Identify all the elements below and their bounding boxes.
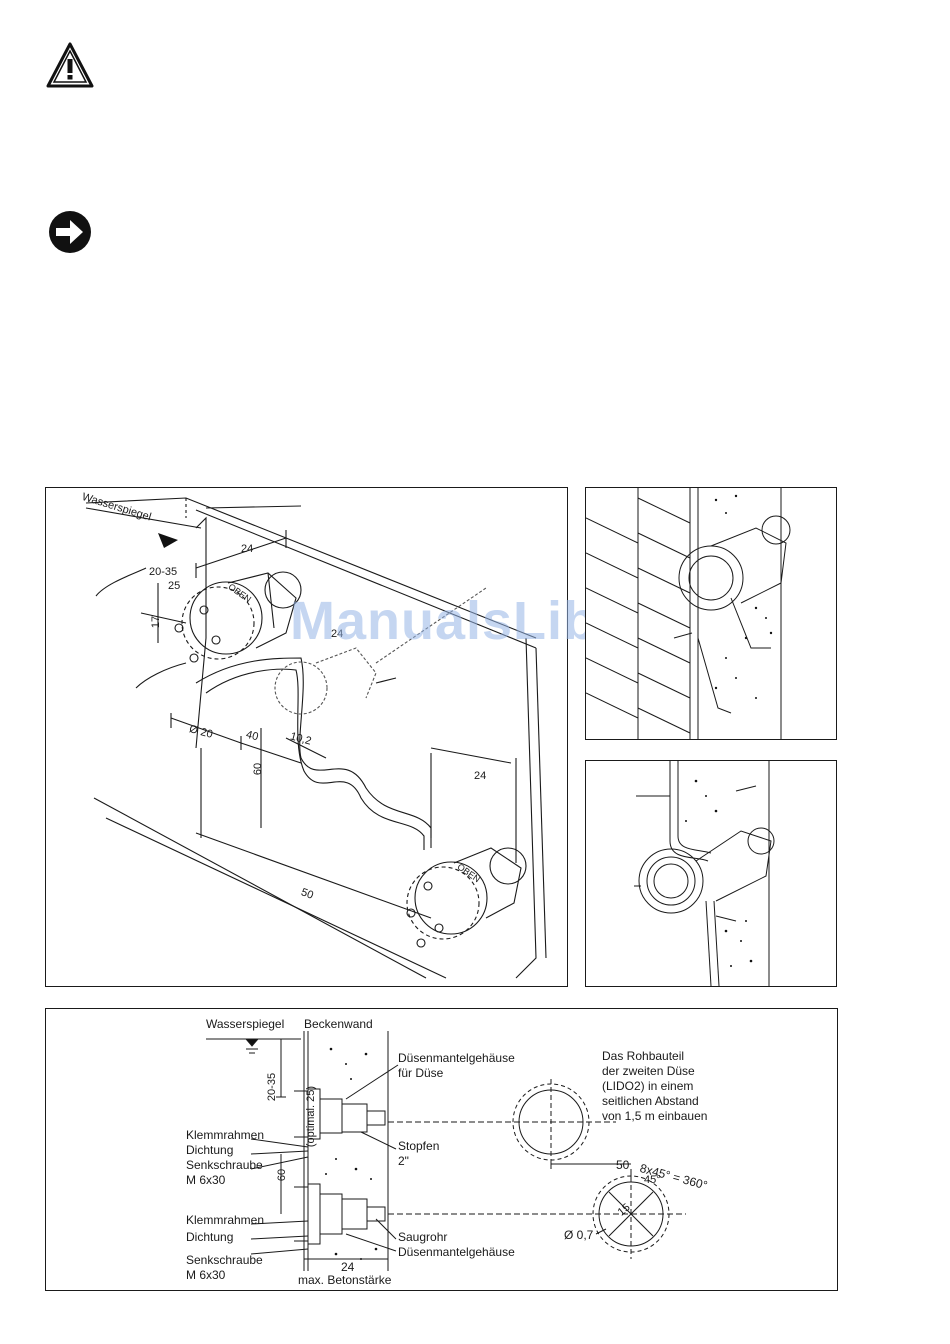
label-klemmrahmen-1: Klemmrahmen [186,1128,265,1142]
dim-optimal-25: (optimal. 25) [305,1086,318,1148]
label-stopfen-size: 2" [398,1154,409,1168]
arrow-right-circle-icon [49,211,91,253]
dim-diameter-0-7: Ø 0,7 [564,1228,594,1242]
warning-triangle-icon [46,42,94,88]
label-m6-2: M 6x30 [186,1268,226,1282]
note-line-1: Das Rohbauteil [602,1049,685,1063]
label-dichtung-2: Dichtung [186,1230,234,1244]
label-max-betonstaerke: max. Betonstärke [298,1273,392,1287]
figure-section-layout: Wasserspiegel Beckenwand Düsenmantelgehä… [45,1008,838,1291]
label-klemmrahmen-2: Klemmrahmen [186,1213,265,1227]
water-level-marker [158,533,178,548]
note-line-5: von 1,5 m einbauen [602,1109,708,1123]
installation-drawing [85,497,547,979]
note-line-4: seitlichen Abstand [602,1094,699,1108]
note-line-2: der zweiten Düse [602,1064,695,1078]
concrete-wall-drawing [634,761,775,986]
dim-60: 60 [252,762,265,776]
dim-50: 50 [616,1158,630,1172]
tiled-wall-drawing [586,488,791,739]
dim-45-deg: 45° [644,1174,661,1186]
note-line-3: (LIDO2) in einem [602,1079,694,1093]
dim-60: 60 [276,1168,289,1182]
dim-24-top: 24 [241,543,254,555]
figure-installation-perspective: Wasserspiegel 24 20-35 25 17 OBEN 24 Ø 2… [45,487,568,987]
dim-25: 25 [168,580,181,592]
label-beckenwand: Beckenwand [304,1017,373,1031]
label-senkschraube-1: Senkschraube [186,1158,263,1172]
dim-17: 17 [150,615,163,629]
dim-24-mid: 24 [331,628,344,640]
dim-24: 24 [341,1260,355,1274]
dim-20-35: 20-35 [266,1072,279,1102]
label-wasserspiegel: Wasserspiegel [206,1017,285,1031]
label-duesenmantel-1b: für Düse [398,1066,444,1080]
label-senkschraube-2: Senkschraube [186,1253,263,1267]
section-layout-drawing [206,1031,686,1271]
dim-20-35: 20-35 [149,566,178,578]
dim-24-right: 24 [474,770,487,782]
label-stopfen: Stopfen [398,1139,440,1153]
label-duesenmantel-2: Düsenmantelgehäuse [398,1245,515,1259]
figure-concrete-wall-section [585,760,837,987]
label-saugrohr: Saugrohr [398,1230,448,1244]
figure-tiled-wall-section [585,487,837,740]
label-m6-1: M 6x30 [186,1173,226,1187]
label-duesenmantel-1a: Düsenmantelgehäuse [398,1051,515,1065]
label-dichtung-1: Dichtung [186,1143,234,1157]
